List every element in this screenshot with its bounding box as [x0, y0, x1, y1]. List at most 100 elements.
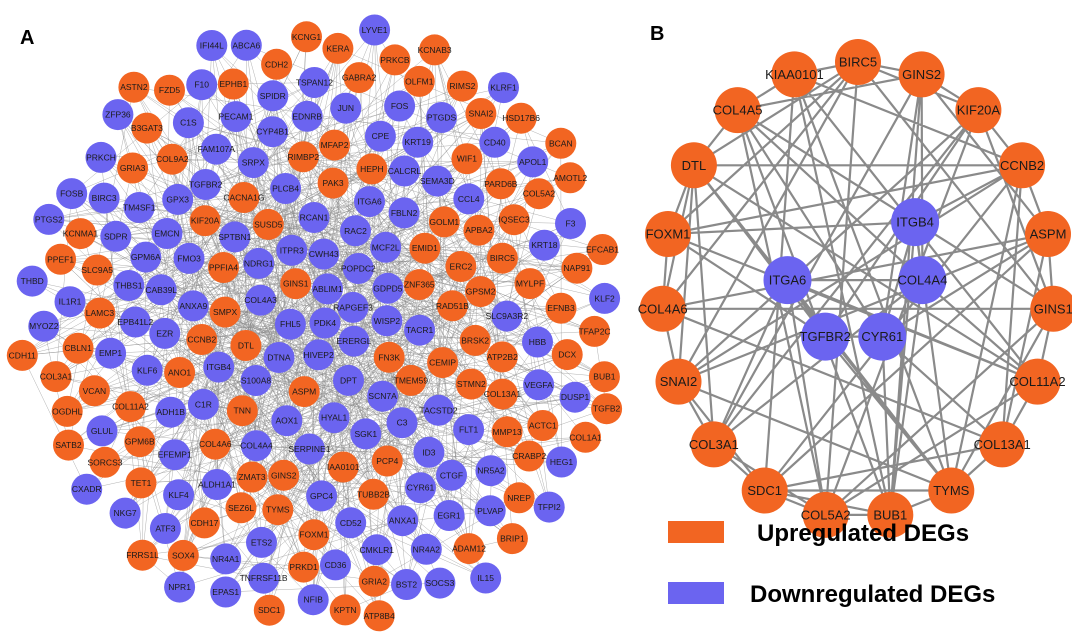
node-label: GPM6B: [125, 437, 155, 447]
node-circle: [589, 282, 621, 314]
node-label: FOSB: [60, 189, 83, 199]
node-label: EPB41L2: [117, 317, 153, 327]
node-cpe: CPE: [364, 120, 396, 152]
node-label: MYLPF: [516, 279, 544, 289]
node-circle: [322, 32, 354, 64]
node-klf4: KLF4: [163, 479, 195, 511]
node-label: RAPGEF3: [333, 302, 373, 312]
node-circle: [199, 428, 231, 460]
node-label: HEG1: [550, 457, 573, 467]
node-label: SLC9A3R2: [486, 311, 529, 321]
node-label: RIMBP2: [287, 152, 319, 162]
node-label: KCNAB3: [418, 45, 452, 55]
node-label: ERERGL: [337, 336, 372, 346]
node-tet1: TET1: [125, 467, 157, 499]
node-label: ANO1: [168, 368, 191, 378]
node-klf6: KLF6: [131, 354, 163, 386]
node-rac2: RAC2: [340, 215, 371, 247]
node-srpx: SRPX: [237, 147, 269, 179]
node-apba2: APBA2: [463, 214, 495, 246]
node-label: PPEF1: [47, 254, 74, 264]
node-circle: [287, 141, 319, 173]
node-label: EFCAB1: [586, 245, 619, 255]
node-label: C1S: [180, 118, 197, 128]
node-circle: [403, 65, 435, 97]
node-znf365: ZNF365: [403, 269, 435, 301]
hub-node-circle: [1025, 211, 1071, 257]
node-label: POPDC2: [341, 264, 376, 274]
node-circle: [486, 378, 518, 410]
hub-node-col4a4: COL4A4: [897, 256, 947, 305]
node-cacna1g: CACNA1G: [223, 182, 264, 213]
node-label: C1R: [195, 399, 212, 409]
node-label: CWH43: [309, 249, 339, 259]
node-fn3k: FN3K: [373, 341, 405, 373]
node-circle: [327, 451, 359, 483]
hub-node-label: COL11A2: [1009, 374, 1065, 389]
node-label: CACNA1G: [223, 193, 264, 203]
node-plcb4: PLCB4: [270, 173, 302, 204]
node-label: ZFP36: [105, 110, 131, 120]
hub-node-label: TYMS: [933, 483, 969, 498]
node-circle: [220, 101, 252, 133]
node-col9a2: COL9A2: [156, 143, 189, 175]
node-circle: [372, 272, 404, 304]
node-label: GINS1: [283, 279, 309, 289]
node-slc9a3r2: SLC9A3R2: [486, 300, 529, 332]
node-label: ABCA6: [232, 40, 260, 50]
node-circle: [173, 242, 205, 274]
node-circle: [433, 500, 465, 531]
node-circle: [413, 436, 445, 468]
node-hivep2: HIVEP2: [303, 339, 335, 371]
node-label: TNFRSF11B: [240, 573, 288, 583]
node-circle: [342, 253, 374, 284]
node-pak3: PAK3: [317, 167, 349, 199]
node-label: RCAN1: [300, 213, 329, 223]
node-sptbn1: SPTBN1: [218, 221, 252, 253]
node-circle: [167, 539, 199, 571]
node-ndrg1: NDRG1: [243, 247, 275, 279]
node-label: ADH1B: [157, 407, 186, 417]
hub-node-col13a1: COL13A1: [974, 421, 1031, 468]
node-label: HSD17B6: [502, 113, 540, 123]
node-tnfrsf11b: TNFRSF11B: [240, 562, 288, 594]
node-label: PAK3: [323, 178, 344, 188]
node-circle: [274, 308, 306, 340]
node-nr4a2: NR4A2: [410, 533, 442, 565]
node-label: BRSK2: [461, 335, 489, 345]
node-label: TACSTD2: [420, 405, 458, 415]
node-efcab1: EFCAB1: [586, 234, 619, 265]
node-label: C3: [397, 418, 408, 428]
node-vegfa: VEGFA: [523, 369, 555, 401]
node-circle: [28, 310, 60, 342]
node-label: GPM6A: [131, 252, 161, 262]
node-label: ZNF365: [404, 280, 435, 290]
node-label: SLC9A5: [81, 265, 113, 275]
node-circle: [208, 252, 239, 283]
hub-node-label: SNAI2: [660, 374, 698, 389]
node-scn7a: SCN7A: [367, 380, 399, 412]
node-efemp1: EFEMP1: [158, 439, 192, 471]
node-dcx: DCX: [551, 339, 583, 371]
node-circle: [188, 507, 220, 539]
node-label: DCX: [558, 350, 576, 360]
node-fbln2: FBLN2: [388, 197, 420, 229]
hub-node-label: GINS1: [1034, 301, 1072, 316]
node-abca6: ABCA6: [230, 29, 262, 61]
node-label: SOCS3: [425, 578, 454, 588]
node-circle: [226, 395, 258, 427]
node-sox4: SOX4: [167, 539, 199, 571]
node-actc1: ACTC1: [527, 410, 559, 441]
node-circle: [453, 533, 485, 565]
node-label: ASTN2: [120, 82, 148, 92]
node-circle: [130, 241, 162, 273]
node-circle: [131, 354, 163, 386]
node-col11a2: COL11A2: [112, 391, 149, 423]
node-c3: C3: [386, 407, 418, 439]
node-fhl5: FHL5: [274, 308, 306, 340]
node-circle: [379, 44, 411, 76]
node-rad51b: RAD51B: [436, 290, 469, 322]
node-fzd5: FZD5: [154, 74, 185, 106]
node-label: GPSM2: [466, 287, 496, 297]
node-circle: [319, 129, 350, 161]
